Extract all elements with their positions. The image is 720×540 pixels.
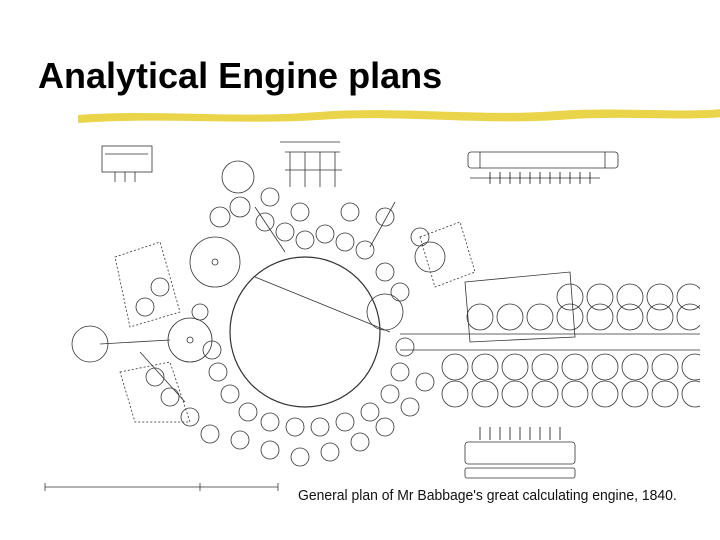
slide-title: Analytical Engine plans bbox=[38, 55, 443, 96]
cylinder-top-right bbox=[467, 151, 619, 184]
central-mill-wheel bbox=[229, 256, 381, 408]
title-underline bbox=[78, 109, 720, 123]
gear-cluster bbox=[135, 187, 435, 467]
store-lower-row bbox=[441, 353, 700, 408]
store-upper-row bbox=[400, 283, 700, 351]
framework-sketch-middle bbox=[280, 141, 342, 187]
figure-caption: General plan of Mr Babbage's great calcu… bbox=[298, 487, 677, 504]
cylinder-bottom-right bbox=[464, 427, 576, 479]
framework-sketch-left bbox=[101, 145, 153, 182]
engine-plan-diagram bbox=[44, 141, 700, 491]
